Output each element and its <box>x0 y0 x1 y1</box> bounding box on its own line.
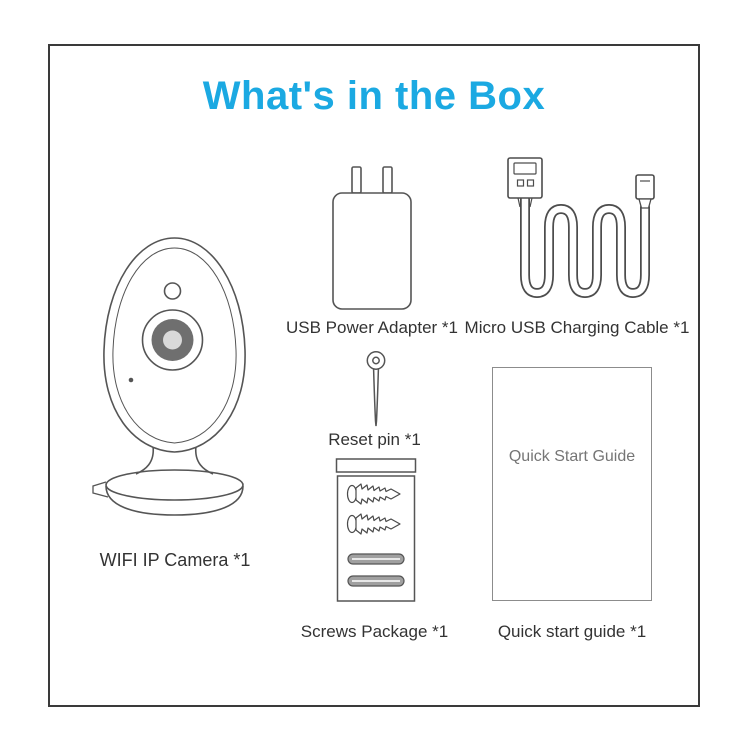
usb-cable-icon <box>507 157 655 299</box>
whats-in-the-box-panel: What's in the Box WIFI IP Camera *1 <box>48 44 700 707</box>
page-title: What's in the Box <box>202 74 546 118</box>
camera-icon <box>92 237 246 516</box>
usb-power-adapter-illustration <box>330 164 414 312</box>
usb-power-adapter-label: USB Power Adapter *1 <box>286 318 458 337</box>
quick-start-guide-cover-text: Quick Start Guide <box>508 448 636 465</box>
screws-package-illustration <box>332 457 420 603</box>
reset-pin-label: Reset pin *1 <box>328 430 421 449</box>
micro-usb-cable-illustration <box>489 155 655 313</box>
screws-package-icon <box>335 458 417 602</box>
power-adapter-icon <box>332 166 412 310</box>
micro-usb-cable-label: Micro USB Charging Cable *1 <box>464 318 690 337</box>
wifi-ip-camera-illustration <box>82 224 267 542</box>
screws-package-label: Screws Package *1 <box>300 622 449 641</box>
reset-pin-icon <box>366 351 386 427</box>
reset-pin-illustration <box>364 350 388 428</box>
quick-start-guide-label: Quick start guide *1 <box>497 622 647 641</box>
wifi-ip-camera-label: WIFI IP Camera *1 <box>99 550 251 570</box>
quick-start-guide-illustration: Quick Start Guide <box>492 367 652 601</box>
